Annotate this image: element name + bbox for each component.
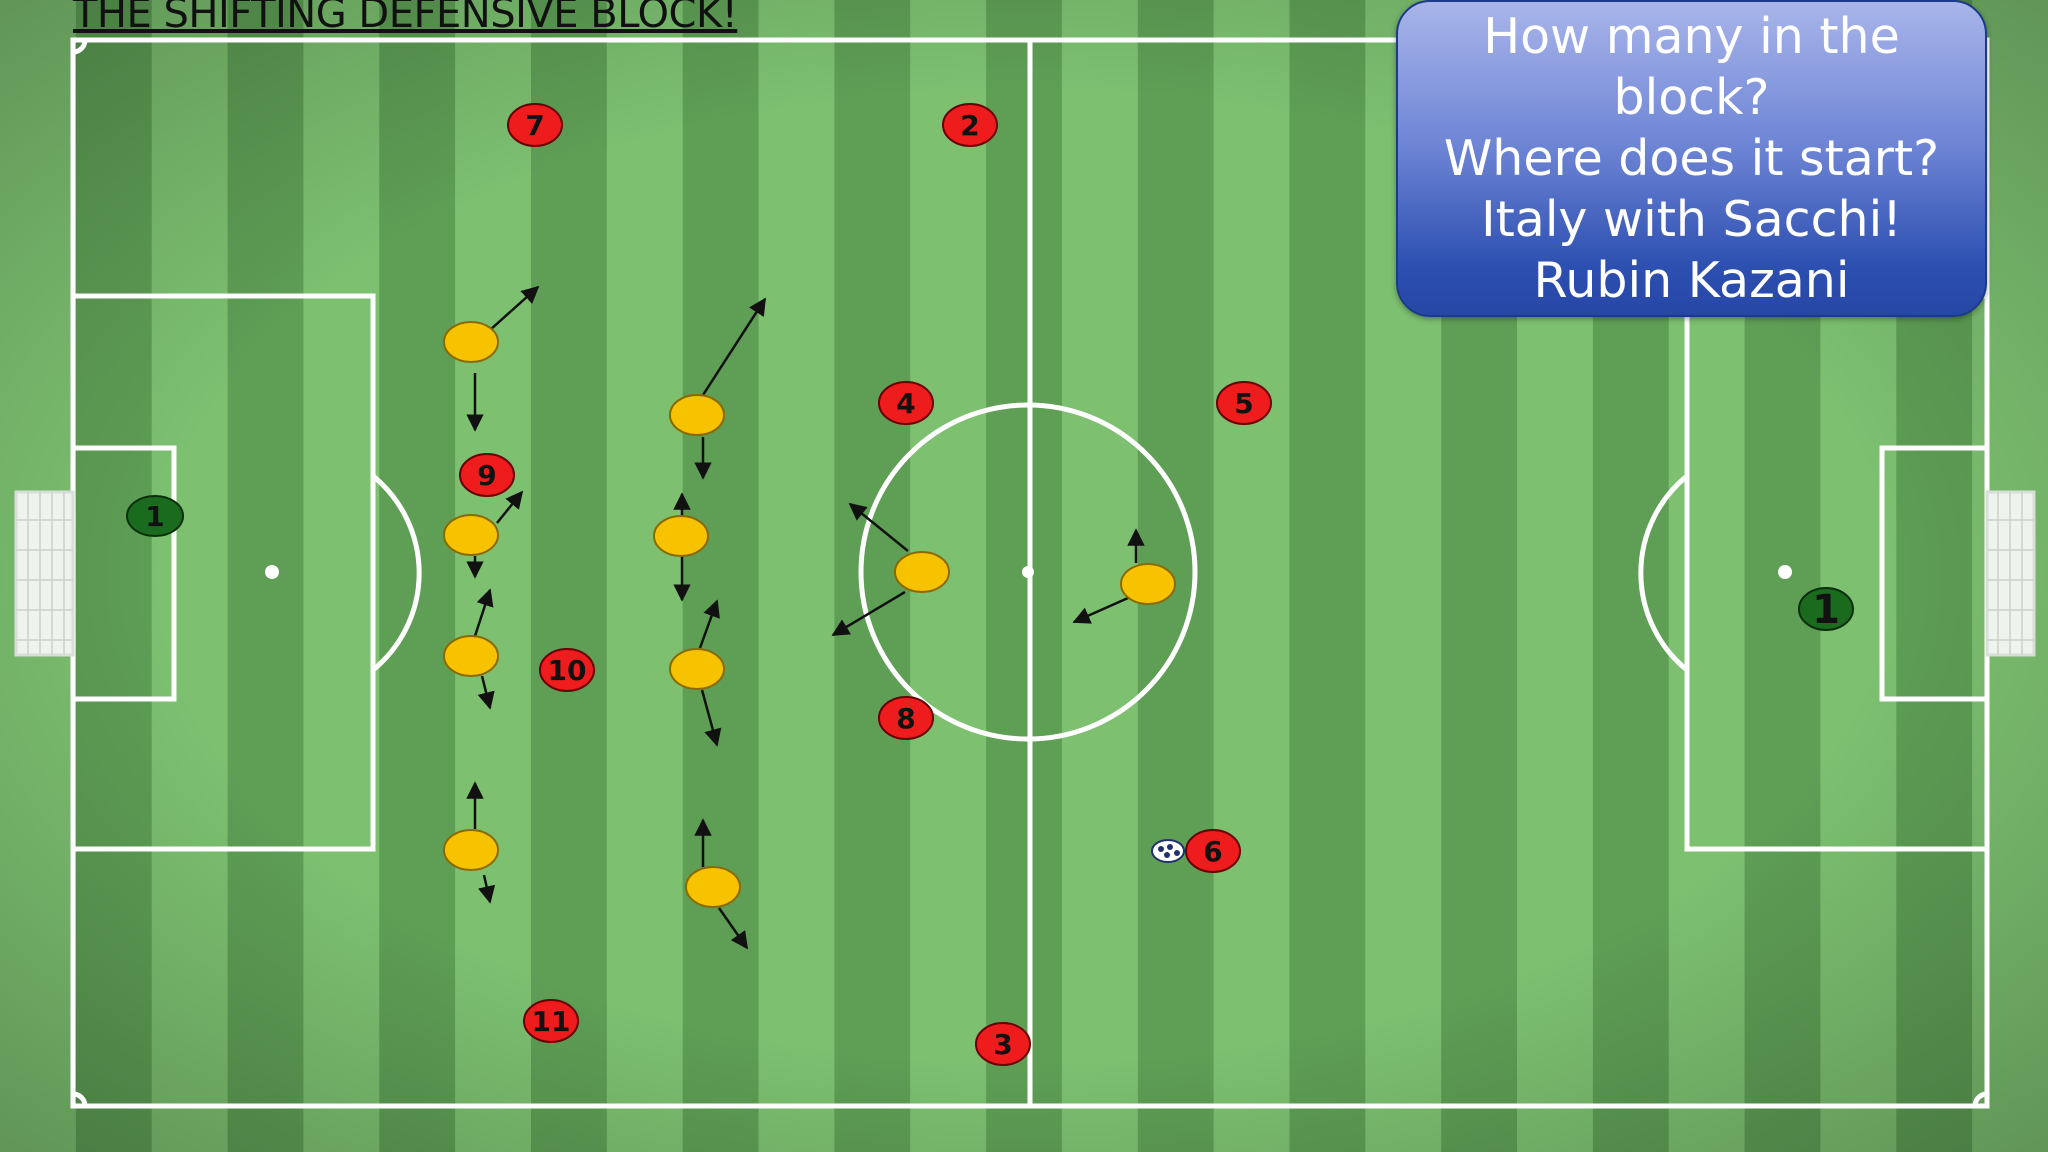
defender-player — [443, 635, 499, 677]
defender-player — [685, 866, 741, 908]
defending-block — [443, 321, 1176, 908]
soccer-ball-icon — [1151, 839, 1185, 863]
defender-player — [1120, 563, 1176, 605]
attacker-player: 5 — [1216, 381, 1272, 425]
movement-arrow — [701, 297, 767, 396]
attacker-player: 2 — [942, 103, 998, 147]
attacker-player: 7 — [507, 103, 563, 147]
center-circle — [858, 402, 1198, 742]
question-line: How many in the — [1483, 8, 1900, 65]
player-number: 11 — [532, 1005, 571, 1038]
player-number: 3 — [993, 1028, 1012, 1061]
goalkeeper: 1 — [1798, 587, 1854, 633]
movement-arrow — [698, 599, 720, 649]
question-line: Rubin Kazani — [1533, 252, 1850, 309]
defender-player — [894, 551, 950, 593]
corner-arc — [72, 1091, 88, 1107]
player-number: 1 — [1812, 587, 1840, 633]
attacker-player: 9 — [459, 453, 515, 497]
question-line: Italy with Sacchi! — [1481, 191, 1902, 248]
defender-player — [669, 394, 725, 436]
defender-player — [443, 321, 499, 363]
goalkeeper: 1 — [126, 495, 184, 537]
player-number: 7 — [525, 109, 544, 142]
attacker-player: 10 — [539, 648, 595, 692]
right-penalty-arc — [1638, 474, 1689, 672]
player-number: 5 — [1234, 387, 1253, 420]
attacker-player: 6 — [1185, 829, 1241, 873]
defender-player — [669, 648, 725, 690]
player-number: 8 — [896, 702, 915, 735]
center-spot — [1022, 566, 1034, 578]
movement-arrow — [477, 675, 495, 710]
movement-arrows — [466, 285, 1145, 950]
movement-arrow — [848, 502, 909, 552]
corner-arc — [72, 39, 88, 55]
player-number: 1 — [145, 500, 164, 533]
movement-arrow — [496, 490, 524, 524]
right-goal — [1985, 490, 2036, 657]
movement-arrow — [489, 285, 540, 331]
defender-player — [443, 829, 499, 871]
movement-arrow — [478, 874, 496, 904]
defender-player — [443, 514, 499, 556]
attacker-player: 3 — [975, 1022, 1031, 1066]
player-number: 2 — [960, 109, 979, 142]
movement-arrow — [473, 588, 494, 637]
goalkeepers: 11 — [126, 495, 1854, 633]
movement-arrow — [717, 907, 749, 950]
player-number: 10 — [548, 654, 587, 687]
right-penalty-spot — [1778, 565, 1792, 579]
left-penalty-arc — [371, 474, 422, 672]
question-line: block? — [1613, 69, 1770, 126]
player-number: 4 — [896, 387, 915, 420]
left-goal — [14, 490, 75, 657]
attacking-team: 7 2 4 5 9 10 8 6 11 3 — [459, 103, 1272, 1066]
diagram-title: THE SHIFTING DEFENSIVE BLOCK! — [73, 0, 738, 37]
question-box: How many in the block? Where does it sta… — [1396, 0, 1987, 317]
corner-arc — [1972, 1091, 1988, 1107]
attacker-player: 8 — [878, 696, 934, 740]
attacker-player: 4 — [878, 381, 934, 425]
player-number: 6 — [1203, 835, 1222, 868]
movement-arrow — [831, 590, 906, 637]
question-line: Where does it start? — [1443, 130, 1940, 187]
movement-arrow — [700, 689, 722, 747]
movement-arrow — [1072, 596, 1129, 624]
left-penalty-spot — [265, 565, 279, 579]
player-number: 9 — [477, 459, 496, 492]
attacker-player: 11 — [523, 999, 579, 1043]
defender-player — [653, 515, 709, 557]
